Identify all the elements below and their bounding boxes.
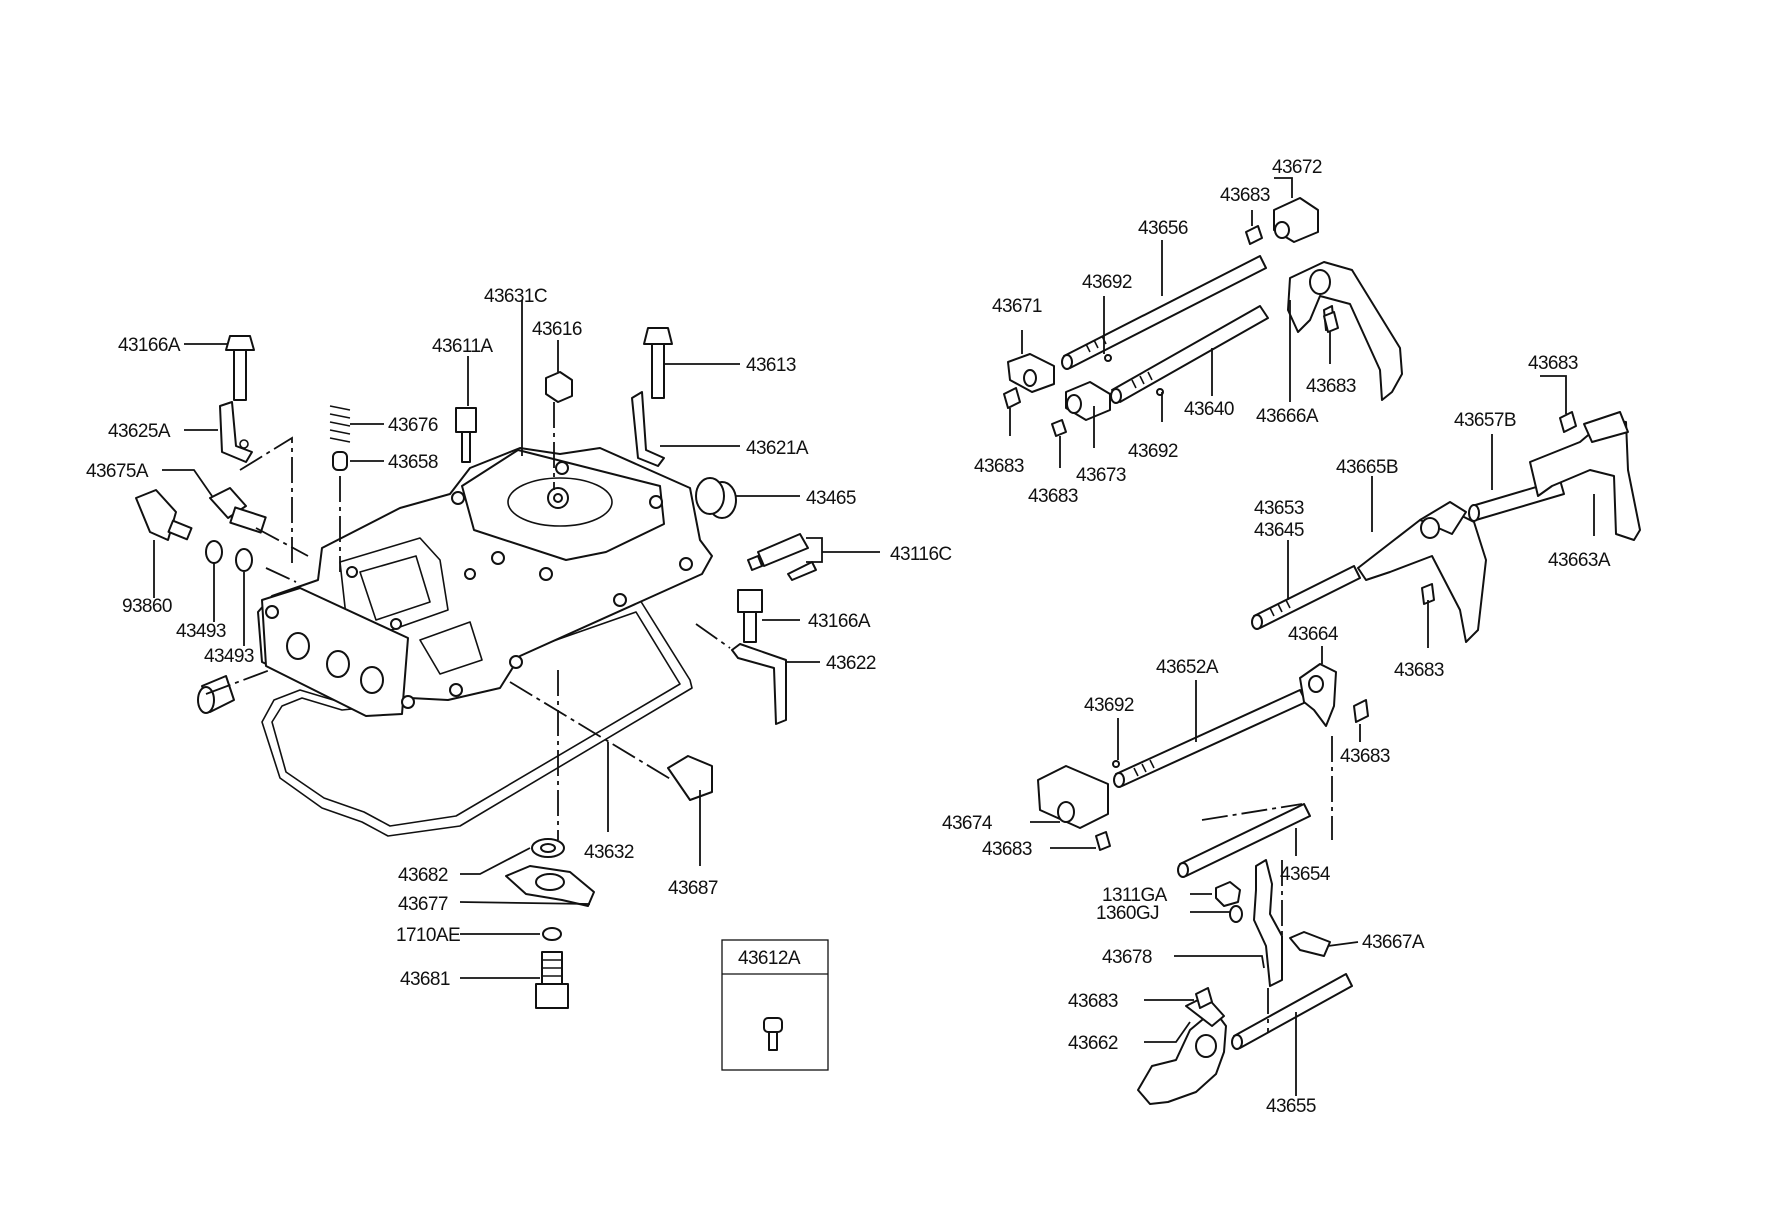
fork-43666A xyxy=(1287,261,1403,401)
label-43666A: 43666A xyxy=(1256,406,1319,427)
label-43683-c: 43683 xyxy=(1306,376,1356,397)
label-43662: 43662 xyxy=(1068,1033,1118,1054)
label-43681: 43681 xyxy=(400,969,450,990)
shift-rails-assembly xyxy=(1003,197,1641,1105)
label-43687: 43687 xyxy=(668,878,718,899)
label-43682: 43682 xyxy=(398,865,448,886)
gasket-43632 xyxy=(261,599,693,837)
label-43671: 43671 xyxy=(992,296,1042,317)
label-43664: 43664 xyxy=(1288,624,1339,645)
label-43683-d: 43683 xyxy=(1028,486,1078,507)
leader-lines-right xyxy=(1009,177,1595,1096)
bolt-icon xyxy=(225,335,255,351)
label-43673: 43673 xyxy=(1076,465,1126,486)
label-43654: 43654 xyxy=(1280,864,1331,885)
case-cover-assembly xyxy=(257,447,713,837)
fork-43662 xyxy=(1137,1009,1227,1105)
label-1311GA: 1311GA xyxy=(1102,885,1168,906)
label-43622: 43622 xyxy=(826,653,876,674)
part-labels: 43166A 43625A 43675A 93860 43493 43493 4… xyxy=(86,157,1611,1117)
label-43645: 43645 xyxy=(1254,520,1304,541)
label-1710AE: 1710AE xyxy=(396,925,460,946)
label-43683-h: 43683 xyxy=(982,839,1032,860)
label-43683-i: 43683 xyxy=(1068,991,1118,1012)
label-43674: 43674 xyxy=(942,813,993,834)
label-43652A: 43652A xyxy=(1156,657,1219,678)
label-43655: 43655 xyxy=(1266,1096,1316,1117)
fork-43663A xyxy=(1529,419,1641,541)
label-43658: 43658 xyxy=(388,452,438,473)
label-43621A: 43621A xyxy=(746,438,809,459)
label-93860: 93860 xyxy=(122,596,172,617)
label-43166A-mid: 43166A xyxy=(808,611,871,632)
label-43465: 43465 xyxy=(806,488,856,509)
label-43677: 43677 xyxy=(398,894,448,915)
label-43676: 43676 xyxy=(388,415,438,436)
label-43678: 43678 xyxy=(1102,947,1152,968)
rail-43655 xyxy=(1233,973,1353,1049)
label-43663A: 43663A xyxy=(1548,550,1611,571)
label-43632: 43632 xyxy=(584,842,634,863)
label-43692-b: 43692 xyxy=(1128,441,1178,462)
label-43116C: 43116C xyxy=(890,544,952,565)
label-43692-c: 43692 xyxy=(1084,695,1134,716)
assembly-guide-lines-left xyxy=(205,402,731,840)
label-43683-f: 43683 xyxy=(1394,660,1444,681)
label-43672: 43672 xyxy=(1272,157,1322,178)
left-small-parts xyxy=(135,327,817,1009)
label-43631C: 43631C xyxy=(484,286,547,307)
label-43665B: 43665B xyxy=(1336,457,1398,478)
part-box-43612A xyxy=(721,939,829,1071)
label-43657B: 43657B xyxy=(1454,410,1516,431)
label-43683-b: 43683 xyxy=(974,456,1024,477)
label-43692-a: 43692 xyxy=(1082,272,1132,293)
leader-lines-left xyxy=(153,300,880,979)
label-43640: 43640 xyxy=(1184,399,1234,420)
label-43683-a: 43683 xyxy=(1220,185,1270,206)
label-43493-a: 43493 xyxy=(176,621,226,642)
label-43613: 43613 xyxy=(746,355,796,376)
label-43656: 43656 xyxy=(1138,218,1188,239)
label-43625A: 43625A xyxy=(108,421,171,442)
label-43493-b: 43493 xyxy=(204,646,254,667)
label-43616: 43616 xyxy=(532,319,582,340)
rail-43653 xyxy=(1253,565,1361,629)
bolt-bosses xyxy=(265,461,693,709)
label-43683-e: 43683 xyxy=(1528,353,1578,374)
lever-43678 xyxy=(1253,859,1283,987)
label-43667A: 43667A xyxy=(1362,932,1425,953)
label-43683-g: 43683 xyxy=(1340,746,1390,767)
label-43612A: 43612A xyxy=(738,948,801,969)
label-43653: 43653 xyxy=(1254,498,1304,519)
label-43675A: 43675A xyxy=(86,461,149,482)
label-1360GJ: 1360GJ xyxy=(1096,903,1159,924)
rail-43652A xyxy=(1115,689,1307,787)
label-43166A-top: 43166A xyxy=(118,335,181,356)
label-43611A: 43611A xyxy=(432,336,493,357)
